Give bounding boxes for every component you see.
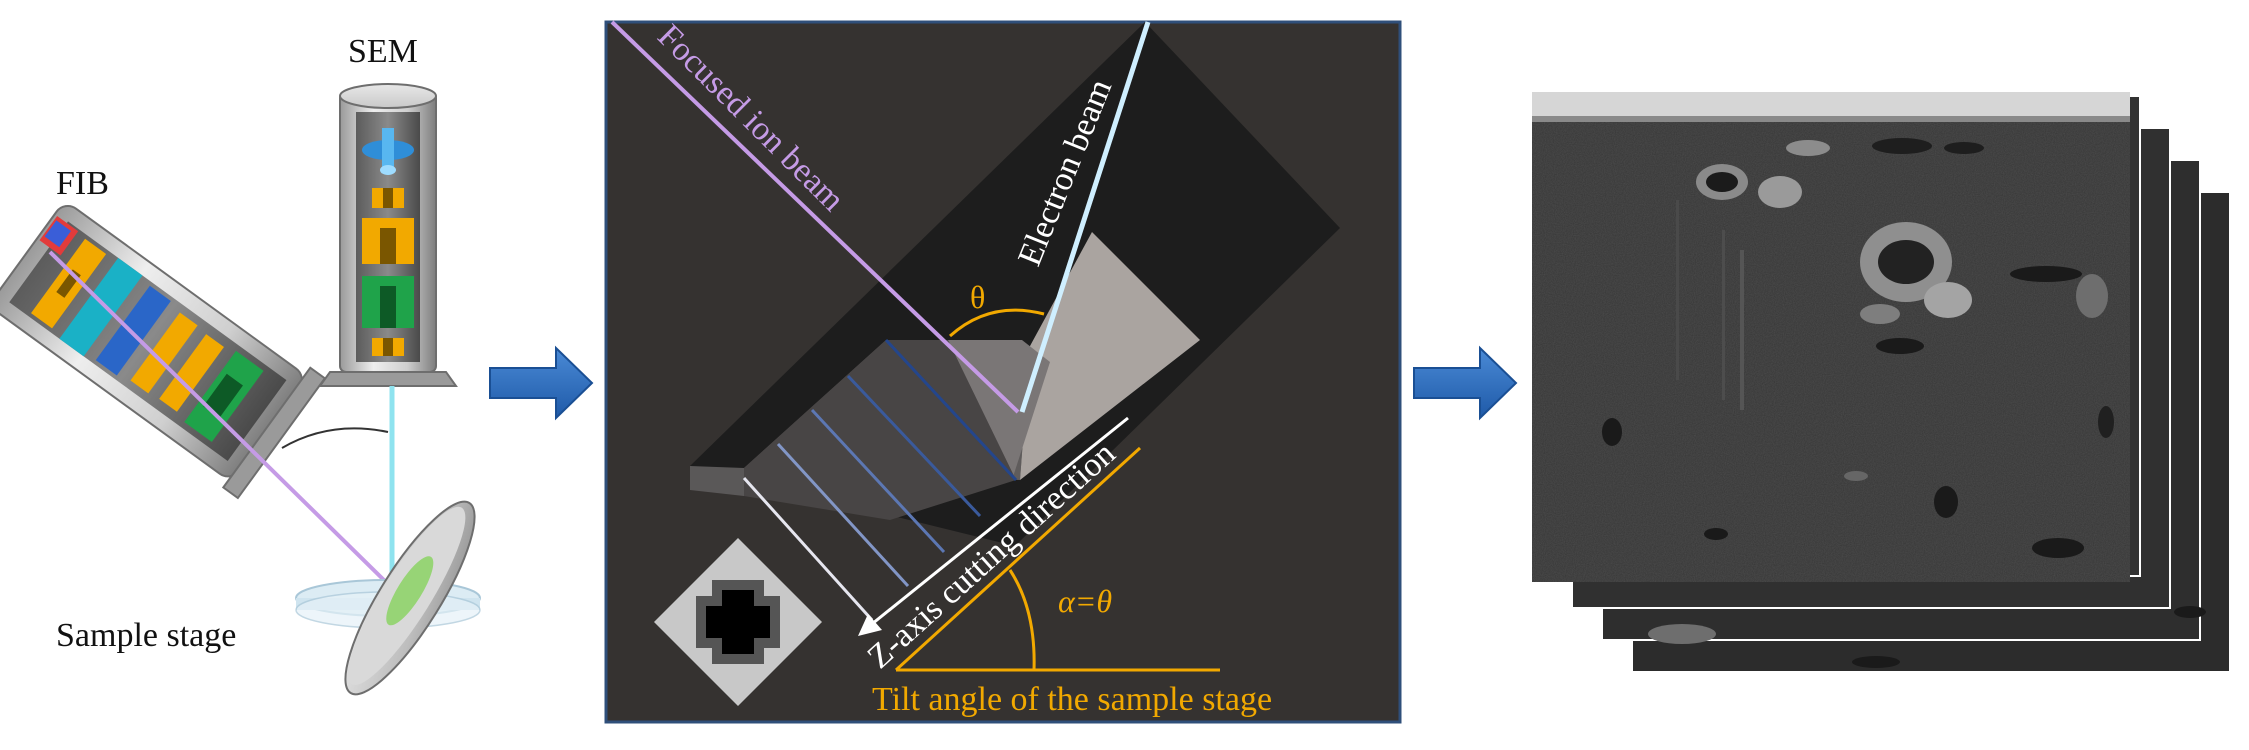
alpha-arc — [1008, 569, 1036, 671]
alpha-label: α=θ — [1058, 583, 1112, 619]
sem-slice-stack-icon — [1532, 92, 2231, 673]
cutting-schematic-panel: Focused ion beam Electron beam θ Z-axis … — [604, 17, 1402, 724]
sem-label: SEM — [348, 33, 418, 70]
column-angle-arc — [281, 427, 389, 449]
slice-lines — [742, 338, 1018, 622]
sample-stage-icon — [295, 500, 481, 696]
fib-beam-line — [48, 250, 394, 590]
fib-column-icon — [0, 204, 327, 500]
focused-ion-beam-line — [610, 20, 1020, 414]
sem-front-image — [1532, 92, 2130, 582]
electron-beam-line — [1019, 21, 1151, 413]
instrument-illustration: SEM FIB Sample stage — [0, 33, 481, 696]
stage-tilt-line — [894, 446, 1142, 672]
theta-label: θ — [970, 279, 985, 315]
flow-arrow-icon — [1413, 345, 1518, 421]
flow-arrow-icon — [489, 345, 594, 421]
theta-arc — [948, 308, 1045, 338]
z-axis-arrow — [861, 416, 1129, 634]
tilt-angle-label: Tilt angle of the sample stage — [872, 681, 1272, 718]
cross-symbol-icon — [654, 538, 822, 706]
sample-stage-label: Sample stage — [56, 617, 236, 654]
fib-label: FIB — [56, 165, 109, 202]
sem-column-icon — [318, 83, 458, 387]
z-axis-arrowhead — [858, 614, 882, 636]
